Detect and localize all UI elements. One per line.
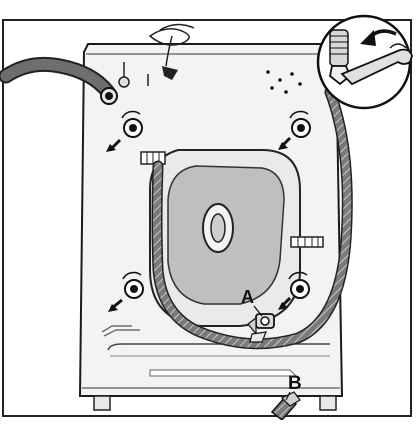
vent-grille-right [291,237,323,247]
drum-housing [150,150,300,326]
machine-foot-left [94,396,110,410]
callout-label-b: B [288,374,302,393]
callout-label-a: A [241,288,254,306]
wrench-icon [318,16,412,108]
machine-foot-right [320,396,336,410]
